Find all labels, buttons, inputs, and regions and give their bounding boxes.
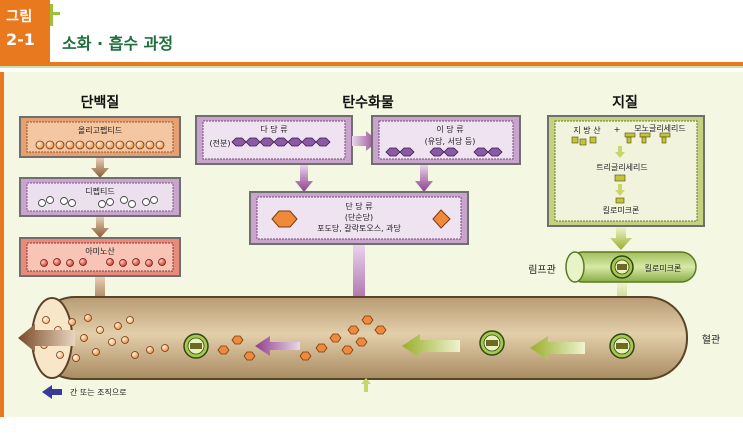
triglyceride-label: 트리글리세리드 <box>596 163 648 172</box>
amino-acid-label: 아미노산 <box>85 247 115 256</box>
vessel-lipid-arrow-1 <box>402 334 460 358</box>
monosaccharide-hexagon-left-icon <box>271 210 298 228</box>
disaccharide-pairs-icon <box>385 147 503 157</box>
plus-sign: + <box>613 125 621 134</box>
lipid-small-arrow-2 <box>615 184 625 196</box>
figure-badge: 그림 2-1 <box>0 0 50 62</box>
header-divider <box>0 62 743 66</box>
legend-arrow-icon <box>42 385 62 399</box>
dipeptide-pairs-icon <box>38 196 158 208</box>
chylomicron-vessel-label: 킬로미크론 <box>644 264 682 273</box>
protein-arrow-1 <box>91 158 109 178</box>
lipid-small-arrow-1 <box>615 146 625 158</box>
header-divider-light <box>0 66 743 68</box>
protein-column <box>19 116 181 312</box>
vessel-carb-arrow <box>255 336 300 356</box>
carb-title: 탄수화물 <box>342 95 394 111</box>
carb-arrow-to-vessel <box>346 245 372 330</box>
vessel-monosaccharide-icons <box>217 315 387 361</box>
lipid-column <box>547 115 705 324</box>
figure-label-word: 그림 <box>6 9 33 25</box>
monosaccharide-sublabel-2: 포도당, 갈락토오스, 과당 <box>317 224 401 233</box>
small-up-arrow <box>361 378 371 392</box>
figure-label-number: 2-1 <box>6 30 35 49</box>
triglyceride-icon <box>614 174 626 182</box>
vessel-lipid-arrow-2 <box>530 336 585 360</box>
lipid-arrow-to-lymph <box>610 227 632 250</box>
polysaccharide-sublabel: (전분) <box>209 139 231 148</box>
protein-arrow-2 <box>91 217 109 238</box>
chylomicron-label: 킬로미크론 <box>602 206 640 215</box>
oligopeptide-label: 올리고펩티드 <box>77 126 123 135</box>
disaccharide-label: 이 당 류 <box>436 125 464 134</box>
carb-column <box>195 115 521 330</box>
monosaccharide-label: 단 당 류 <box>345 202 373 211</box>
dipeptide-label: 디펩티드 <box>85 187 115 196</box>
monoglyceride-icon <box>624 132 671 144</box>
chylomicron-small-icon <box>615 197 625 204</box>
disaccharide-sublabel: (유당, 서당 등) <box>424 137 476 146</box>
badge-accent-icon <box>50 4 60 26</box>
lymph-vessel-label: 림프관 <box>528 265 556 276</box>
fatty-acid-icon <box>571 136 597 146</box>
vessel-exit-arrow <box>18 324 75 352</box>
blood-vessel-label: 혈관 <box>701 335 721 346</box>
carb-arrow-poly-down <box>295 165 313 192</box>
legend-label: 간 또는 조직으로 <box>70 388 127 397</box>
monosaccharide-sublabel-1: (단순당) <box>344 213 374 222</box>
figure-title: 소화 · 흡수 과정 <box>62 34 174 53</box>
lymph-vessel-opening <box>565 251 585 283</box>
protein-title: 단백질 <box>80 95 120 111</box>
starch-chain-icon <box>231 137 331 147</box>
monosaccharide-pentagon-right-icon <box>432 209 451 229</box>
polysaccharide-label: 다 당 류 <box>260 125 288 134</box>
amino-acid-beads-icon <box>40 258 166 267</box>
monoglyceride-label: 모노글리세리드 <box>634 124 686 133</box>
carb-arrow-di-down <box>415 165 433 192</box>
fatty-acid-label: 지 방 산 <box>573 126 601 135</box>
oligopeptide-chain-icon <box>35 140 165 150</box>
lipid-inner <box>554 120 698 222</box>
blood-vessel-group <box>18 296 688 392</box>
lipid-title: 지질 <box>612 95 638 111</box>
